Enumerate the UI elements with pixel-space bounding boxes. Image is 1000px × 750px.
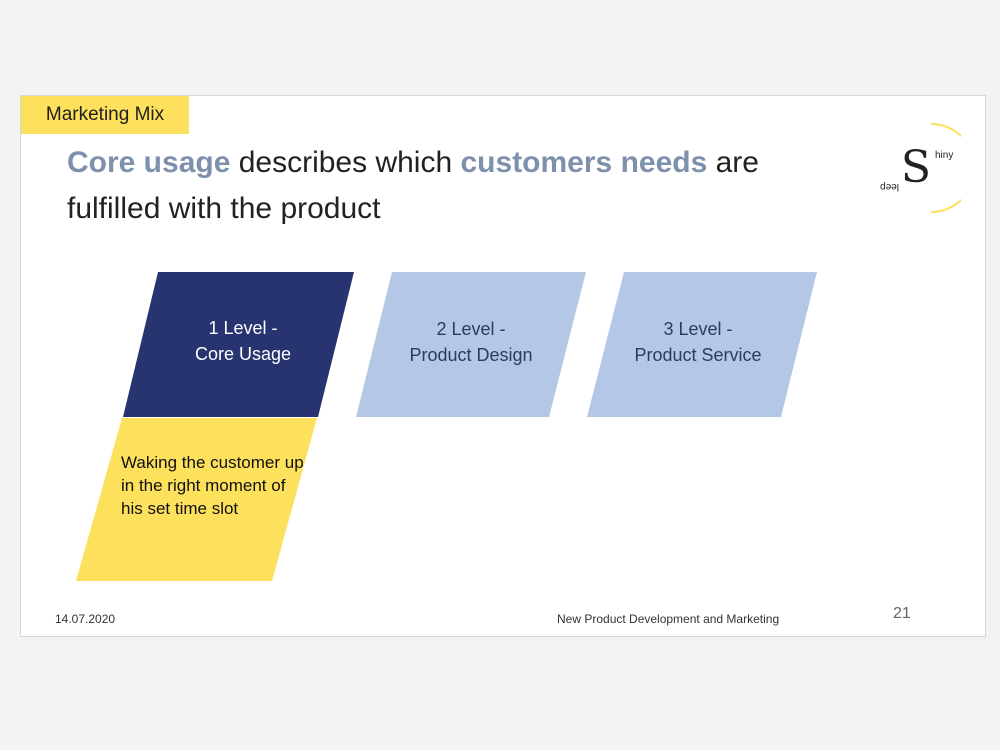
slide: Marketing Mix Core usage describes which… — [20, 95, 986, 637]
level-2-shape — [356, 272, 586, 417]
level-1-label: 1 Level - Core Usage — [163, 315, 323, 367]
headline-text-end: are fulfilled with the product — [67, 146, 759, 225]
level-3-number: 3 Level - — [663, 319, 733, 339]
level-2-name: Product Design — [409, 345, 533, 365]
level-2-number: 2 Level - — [436, 319, 506, 339]
level-3-shape — [587, 272, 817, 417]
section-tag-label: Marketing Mix — [45, 104, 165, 125]
logo-word-bottom: leep — [880, 181, 899, 192]
headline-text: describes which — [230, 146, 461, 179]
page-number: 21 — [893, 605, 911, 622]
footer-title: New Product Development and Marketing — [557, 612, 780, 626]
footer-date: 14.07.2020 — [55, 612, 116, 626]
level-1-name: Core Usage — [194, 344, 292, 364]
headline-highlight-customers-needs: customers needs — [460, 146, 708, 179]
level-1-number: 1 Level - — [208, 318, 278, 338]
shiny-sleep-logo: S hiny leep — [880, 123, 961, 213]
section-tag: Marketing Mix — [21, 96, 189, 134]
level-shapes — [76, 272, 817, 581]
logo-letter: S — [901, 142, 931, 193]
slide-headline: Core usage describes which customers nee… — [67, 140, 827, 232]
headline-highlight-core-usage: Core usage — [67, 146, 231, 179]
core-usage-description: Waking the customer up in the right mome… — [121, 453, 304, 518]
description-shape — [76, 418, 317, 581]
level-3-label: 3 Level - Product Service — [618, 316, 778, 368]
level-1-shape — [123, 272, 354, 417]
logo-word-top: hiny — [935, 150, 953, 161]
level-2-label: 2 Level - Product Design — [391, 316, 551, 368]
level-3-name: Product Service — [634, 345, 762, 365]
